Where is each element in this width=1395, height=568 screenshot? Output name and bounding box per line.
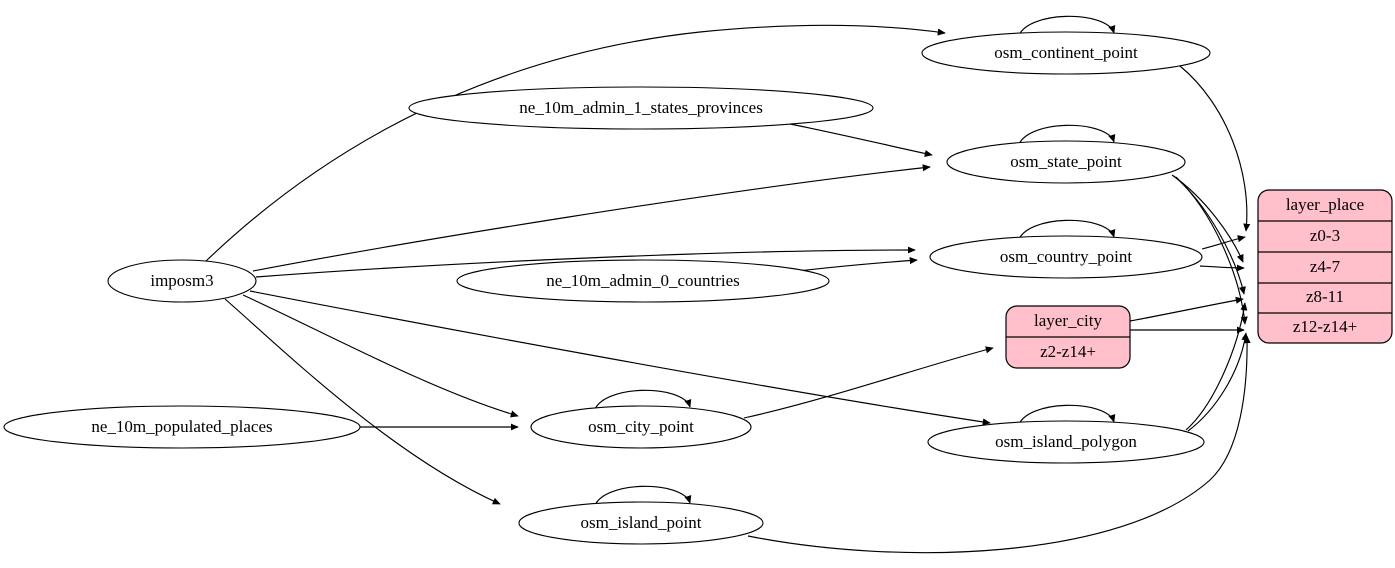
node-osm_state_point-label: osm_state_point bbox=[1010, 152, 1122, 171]
nodes-layer: imposm3 ne_10m_admin_1_states_provinces … bbox=[3, 31, 1393, 545]
edge-osm_country_point-to-layer_place-z4-7 bbox=[1199, 264, 1245, 272]
selfloop-osm_island_point bbox=[593, 485, 692, 509]
edge-imposm3-to-osm_state_point bbox=[252, 164, 931, 272]
selfloop-osm_island_polygon bbox=[1017, 404, 1116, 428]
node-osm_city_point[interactable]: osm_city_point bbox=[530, 405, 752, 449]
node-osm_country_point-label: osm_country_point bbox=[1000, 247, 1132, 266]
node-osm_continent_point[interactable]: osm_continent_point bbox=[921, 31, 1211, 75]
selfloop-osm_city_point bbox=[593, 389, 692, 413]
edge-imposm3-to-osm_city_point bbox=[242, 294, 519, 418]
layer_city-header-label: layer_city bbox=[1034, 311, 1102, 330]
edge-imposm3-to-osm_island_polygon bbox=[249, 290, 991, 426]
layer_place-row-z4-7-label[interactable]: z4-7 bbox=[1310, 257, 1341, 276]
layer_place-row-z0-3-label[interactable]: z0-3 bbox=[1310, 226, 1340, 245]
node-osm_island_polygon[interactable]: osm_island_polygon bbox=[927, 420, 1205, 464]
node-osm_city_point-label: osm_city_point bbox=[588, 417, 694, 436]
edge-ne_countries-to-osm_country_point bbox=[789, 257, 918, 273]
edge-osm_island_point-to-layer_place-z12-z14 bbox=[747, 335, 1251, 554]
node-ne_countries-label: ne_10m_admin_0_countries bbox=[546, 271, 740, 290]
layer_place-header-label: layer_place bbox=[1286, 195, 1364, 214]
edge-imposm3-to-osm_island_point bbox=[224, 298, 501, 505]
node-layer_city[interactable]: layer_city z2-z14+ bbox=[1005, 305, 1131, 369]
layer_place-row-z8-11-label[interactable]: z8-11 bbox=[1306, 287, 1344, 306]
edge-osm_state_point-to-layer_place-z12-z14 bbox=[1175, 176, 1248, 325]
edge-osm_city_point-to-layer_city-z2-z14 bbox=[743, 346, 994, 419]
edge-imposm3-to-osm_country_point bbox=[255, 246, 916, 278]
node-ne_10m_admin_0_countries[interactable]: ne_10m_admin_0_countries bbox=[456, 259, 830, 303]
node-osm_state_point[interactable]: osm_state_point bbox=[946, 140, 1186, 184]
layer_city-row-z2-z14-label[interactable]: z2-z14+ bbox=[1040, 342, 1096, 361]
node-imposm3-label: imposm3 bbox=[150, 271, 213, 290]
selfloop-osm_country_point bbox=[1017, 219, 1116, 243]
edge-osm_island_polygon-to-layer_place-z12-z14 bbox=[1187, 332, 1249, 432]
edge-osm_continent_point-to-layer_place-z0-3 bbox=[1179, 65, 1251, 232]
layer_place-row-z12-z14-label[interactable]: z12-z14+ bbox=[1293, 317, 1357, 336]
node-ne_states-label: ne_10m_admin_1_states_provinces bbox=[519, 98, 763, 117]
edge-osm_state_point-to-layer_place-z8-11 bbox=[1173, 175, 1246, 295]
node-ne_10m_populated_places[interactable]: ne_10m_populated_places bbox=[3, 405, 361, 449]
selfloop-osm_state_point bbox=[1017, 124, 1116, 148]
edge-imposm3-to-osm_continent_point bbox=[204, 24, 946, 263]
node-ne_10m_admin_1_states_provinces[interactable]: ne_10m_admin_1_states_provinces bbox=[408, 86, 874, 130]
node-osm_island_point[interactable]: osm_island_point bbox=[518, 501, 764, 545]
edge-layer_city-to-layer_place-z8-11 bbox=[1129, 296, 1244, 322]
node-osm_continent_point-label: osm_continent_point bbox=[994, 43, 1138, 62]
node-osm_island_polygon-label: osm_island_polygon bbox=[995, 432, 1137, 451]
node-osm_island_point-label: osm_island_point bbox=[581, 513, 702, 532]
selfloop-osm_continent_point bbox=[1017, 15, 1116, 39]
node-ne_populated-label: ne_10m_populated_places bbox=[91, 417, 272, 436]
node-osm_country_point[interactable]: osm_country_point bbox=[929, 235, 1203, 279]
node-layer_place[interactable]: layer_place z0-3 z4-7 z8-11 z12-z14+ bbox=[1257, 189, 1393, 344]
edges-layer bbox=[204, 15, 1251, 554]
edge-ne_states-to-osm_state_point bbox=[789, 123, 933, 157]
node-imposm3[interactable]: imposm3 bbox=[107, 259, 257, 303]
